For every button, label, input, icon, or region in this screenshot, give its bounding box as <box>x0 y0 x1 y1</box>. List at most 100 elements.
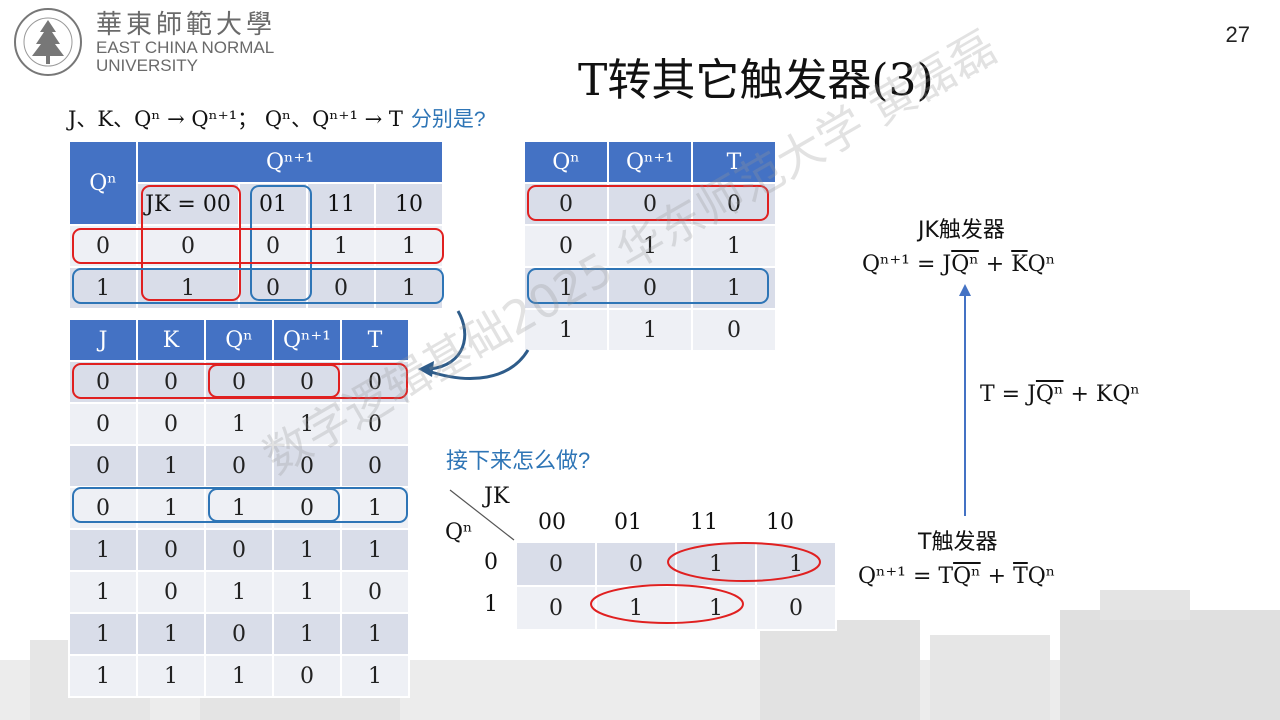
table3-cell: 0 <box>136 528 206 572</box>
table3-cell: 0 <box>340 444 410 488</box>
page-number: 27 <box>1225 22 1250 47</box>
table2-cell: 0 <box>523 182 609 226</box>
jk-flipflop-title: JK触发器 <box>918 218 1005 243</box>
table3-cell: 1 <box>68 654 138 698</box>
table3-cell: 0 <box>136 360 206 404</box>
subtitle-text: J、K、Qⁿ → Qⁿ⁺¹； Qⁿ、Qⁿ⁺¹ → T <box>68 107 403 131</box>
logo-english-line1: EAST CHINA NORMAL <box>96 38 275 57</box>
table1-red-ring-row0 <box>72 228 444 264</box>
kmap-col-label: 11 <box>690 510 718 535</box>
table2-cell: 0 <box>607 182 693 226</box>
kmap-col-label: 00 <box>538 510 566 535</box>
table3-cell: 1 <box>340 528 410 572</box>
table3-cell: 1 <box>272 528 342 572</box>
table3-red-ring-qq-row0 <box>208 364 340 398</box>
table3-blue-ring-qq-row3 <box>208 488 340 522</box>
table3-cell: 0 <box>340 570 410 614</box>
table1-cell: 1 <box>306 224 376 268</box>
university-logo-icon <box>14 8 82 76</box>
table2-header: Qⁿ <box>523 140 609 184</box>
table3-cell: 1 <box>68 612 138 656</box>
table2-cell: 1 <box>523 308 609 352</box>
table1-col: JK = 00 <box>136 182 240 226</box>
t-eq-end: + KQⁿ <box>1063 382 1140 407</box>
next-step-question: 接下来怎么做? <box>446 448 591 473</box>
t-eq2-end: Qⁿ <box>1027 564 1056 589</box>
kmap-diagonal-line <box>449 489 515 541</box>
table3-cell: 1 <box>68 570 138 614</box>
table3-cell: 1 <box>136 654 206 698</box>
table2-cell: 0 <box>523 224 609 268</box>
kmap-cell: 0 <box>515 585 597 631</box>
table1-col: 10 <box>374 182 444 226</box>
table3-cell: 1 <box>204 402 274 446</box>
kmap-col-label: 01 <box>614 510 642 535</box>
table1-col: 11 <box>306 182 376 226</box>
table3-cell: 0 <box>204 528 274 572</box>
table3-header: Qⁿ <box>204 318 274 362</box>
kmap-cell: 0 <box>755 585 837 631</box>
table2-cell: 1 <box>691 224 777 268</box>
table3-cell: 0 <box>272 654 342 698</box>
table1-cell: 0 <box>136 224 240 268</box>
curved-arrow-icon <box>418 310 530 380</box>
up-arrow-icon <box>959 284 971 516</box>
kmap-col-var: JK <box>484 484 510 509</box>
table3-cell: 1 <box>340 654 410 698</box>
kmap-col-label: 10 <box>766 510 794 535</box>
table3-cell: 0 <box>272 444 342 488</box>
table1-blue-ring-row1 <box>72 268 444 304</box>
table2-header: T <box>691 140 777 184</box>
table2-header: Qⁿ⁺¹ <box>607 140 693 184</box>
jk-eq-bar: Qⁿ <box>951 252 979 277</box>
kmap-cell: 0 <box>595 541 677 587</box>
table1-top-header: Qⁿ⁺¹ <box>136 140 444 184</box>
kmap-cell: 0 <box>515 541 597 587</box>
kmap-row-label: 1 <box>484 592 498 617</box>
t-eq2-mid: + <box>980 564 1014 589</box>
t-eq-lhs: T = J <box>980 382 1036 407</box>
t-equation: T = JQⁿ + KQⁿ <box>980 382 1140 407</box>
table3-cell: 1 <box>272 402 342 446</box>
table3-cell: 1 <box>136 444 206 488</box>
t-eq2-tbar: T <box>1013 564 1028 589</box>
jk-eq-end: Qⁿ <box>1027 252 1056 277</box>
table3-cell: 0 <box>340 402 410 446</box>
table3-cell: 0 <box>68 402 138 446</box>
jk-characteristic-equation: Qⁿ⁺¹ = JQⁿ + KQⁿ <box>862 252 1055 277</box>
t-characteristic-equation: Qⁿ⁺¹ = TQⁿ + TQⁿ <box>858 564 1055 589</box>
table3-cell: 0 <box>340 360 410 404</box>
logo-english-line2: UNIVERSITY <box>96 56 199 75</box>
jk-eq-mid: + <box>978 252 1012 277</box>
table3-cell: 0 <box>136 570 206 614</box>
table1-blue-ring-col01 <box>250 185 312 301</box>
table3-header: K <box>136 318 206 362</box>
table3-cell: 1 <box>204 654 274 698</box>
table2-cell: 0 <box>691 308 777 352</box>
table1-cell: 1 <box>374 224 444 268</box>
table3-cell: 1 <box>272 570 342 614</box>
table3-cell: 1 <box>204 570 274 614</box>
kmap-group-ellipses <box>590 542 821 624</box>
t-flipflop-title: T触发器 <box>918 530 998 555</box>
table3-cell: 1 <box>136 612 206 656</box>
table3-cell: 1 <box>68 528 138 572</box>
jk-eq-kbar: K <box>1011 252 1028 277</box>
table3-cell: 0 <box>204 612 274 656</box>
table3-cell: 0 <box>204 444 274 488</box>
table2-cell: 1 <box>607 308 693 352</box>
table3-cell: 0 <box>68 444 138 488</box>
table1-corner: Qⁿ <box>68 140 138 226</box>
table3-cell: 1 <box>340 612 410 656</box>
karnaugh-map: 0 0 1 1 0 1 1 0 <box>515 541 837 631</box>
jk-eq-lhs: Qⁿ⁺¹ = J <box>862 252 952 277</box>
table3-header: Qⁿ⁺¹ <box>272 318 342 362</box>
t-eq2-bar: Qⁿ <box>953 564 981 589</box>
table2-red-ring-row0 <box>527 185 769 221</box>
slide-title: T转其它触发器(3) <box>578 55 934 106</box>
table3-header: J <box>68 318 138 362</box>
table1-red-ring-col00 <box>141 185 241 301</box>
